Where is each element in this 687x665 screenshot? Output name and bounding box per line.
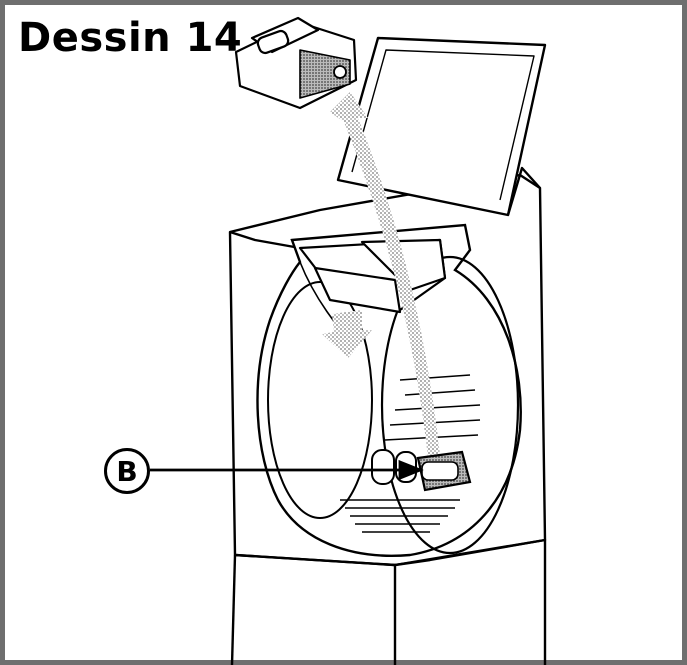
- figure-title: Dessin 14: [18, 15, 243, 61]
- callout-label-b: B: [104, 448, 150, 494]
- down-arrow-icon: [322, 310, 372, 358]
- dryer-lid: [336, 36, 547, 217]
- fabric-softener-cartridge-icon: [416, 450, 472, 492]
- callout-pointer: [150, 459, 424, 481]
- curved-arrow: [330, 92, 440, 458]
- remote-control-icon: [234, 16, 358, 110]
